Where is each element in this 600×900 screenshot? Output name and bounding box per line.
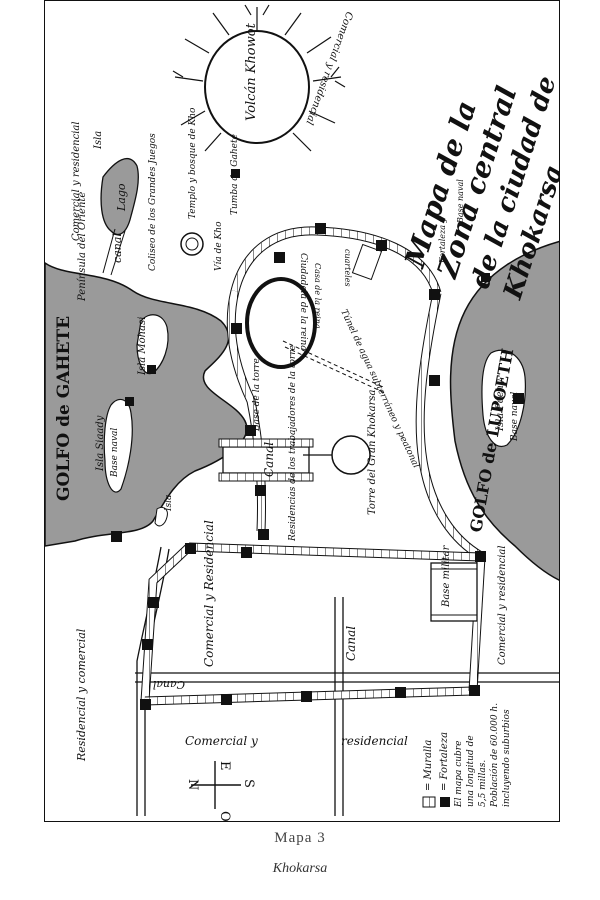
coliseo-label: Coliseo de los Grandes Juegos — [148, 133, 158, 271]
fortalezas — [111, 169, 524, 710]
canal-main-label: Canal — [344, 626, 358, 661]
isla-mohasi-label: Isla Mohasi — [137, 317, 148, 376]
volcano-khowot — [172, 4, 346, 152]
peninsula-label: Península del Oriente — [77, 192, 88, 302]
isla-siaady-label: Isla Siaady — [95, 415, 106, 472]
tumba-label: Tumba de Gahete — [230, 134, 240, 215]
canal-n-label: canal — [111, 233, 124, 263]
volcano-label: Volcán Khowot — [244, 22, 259, 121]
casa-ciudadela-label: Casa de la reina — [313, 263, 322, 329]
compass-n: N — [185, 779, 200, 790]
map-frame: Mapa de la Zona central de la ciudad de … — [44, 0, 560, 822]
via-de-kho-label: Vía de Kho — [213, 221, 224, 271]
canal-central-block — [222, 446, 310, 474]
com-res-e-label: Comercial y residencial — [497, 545, 508, 665]
com-y-res-s2-label: residencial — [341, 734, 408, 748]
compass-o: O — [217, 811, 232, 822]
legend-note-1: El mapa cubre — [454, 741, 464, 808]
torre-label: Torre del Gran Khokarsa — [367, 390, 378, 515]
caption-title: Mapa 3 — [274, 830, 326, 846]
legend-note-2: una longitud de — [466, 735, 476, 807]
city-map: Mapa de la Zona central de la ciudad de … — [45, 4, 559, 822]
base-naval-poehy-label: Base naval — [510, 392, 520, 442]
legend-note-4: Población de 60.000 h. — [489, 703, 500, 808]
com-res-nw-label: Comercial y residencial — [71, 121, 82, 241]
caption-subtitle: Khokarsa — [272, 861, 328, 876]
map-legend: = Muralla = Fortaleza El mapa cubre una … — [422, 703, 512, 808]
legend-muralla: = Muralla — [423, 740, 434, 791]
isla-w-shape — [154, 506, 168, 527]
fortaleza-swatch — [440, 797, 450, 807]
compass-e: E — [217, 761, 232, 771]
base-naval-siaady-label: Base naval — [110, 428, 120, 478]
coliseo-shape — [180, 232, 204, 256]
base-militar-box — [430, 562, 478, 622]
fortaleza-label: Fortaleza y — [438, 217, 447, 264]
isla-poehy-shape — [481, 349, 526, 447]
legend-note-3: 5,5 millas. — [478, 760, 488, 807]
residencias-label: Residencias de los trabajadores de la to… — [288, 345, 298, 542]
isla-mohasi-shape — [136, 314, 169, 375]
map-caption: Mapa 3 Khokarsa — [0, 826, 600, 877]
map-title: Mapa de la Zona central de la ciudad de … — [398, 73, 559, 304]
legend-fortaleza: = Fortaleza — [439, 732, 450, 791]
canal-centro-label: Canal — [262, 442, 276, 477]
gulf-gahete-label: GOLFO de GAHETE — [54, 316, 74, 501]
base-naval-ne-label: Base naval — [456, 179, 465, 224]
compass-rose: N S E O — [185, 761, 256, 822]
isla-nw-label: Isla — [93, 131, 104, 150]
muralla-swatch — [422, 796, 436, 808]
base-torre-label: Base de la torre — [252, 358, 262, 432]
com-res-ne-label: Comercial y residencial — [303, 10, 354, 126]
torre-shape — [331, 435, 371, 475]
cuarteles-label: cuarteles — [343, 249, 352, 287]
lago-label: Lago — [115, 183, 128, 212]
lake — [100, 158, 139, 236]
gulf-gahete-water — [45, 262, 248, 547]
templo-label: Templo y bosque de Kho — [188, 107, 198, 219]
com-res-w-label: Comercial y Residencial — [202, 520, 216, 667]
isla-w-label: Isla — [164, 495, 174, 512]
isla-poehy-label: Isla Poehy — [495, 379, 506, 432]
canal-s-label: Canal — [152, 678, 185, 691]
compass-s: S — [241, 779, 256, 788]
com-y-res-s1-label: Comercial y — [185, 734, 258, 748]
base-militar-label: Base militar — [441, 544, 452, 608]
res-com-w-label: Residencial y comercial — [75, 628, 88, 762]
legend-note-5: incluyendo suburbios — [502, 709, 512, 807]
ciudadela-label: Ciudadela de la reina — [298, 253, 308, 351]
ciudadela-ring — [245, 277, 317, 369]
